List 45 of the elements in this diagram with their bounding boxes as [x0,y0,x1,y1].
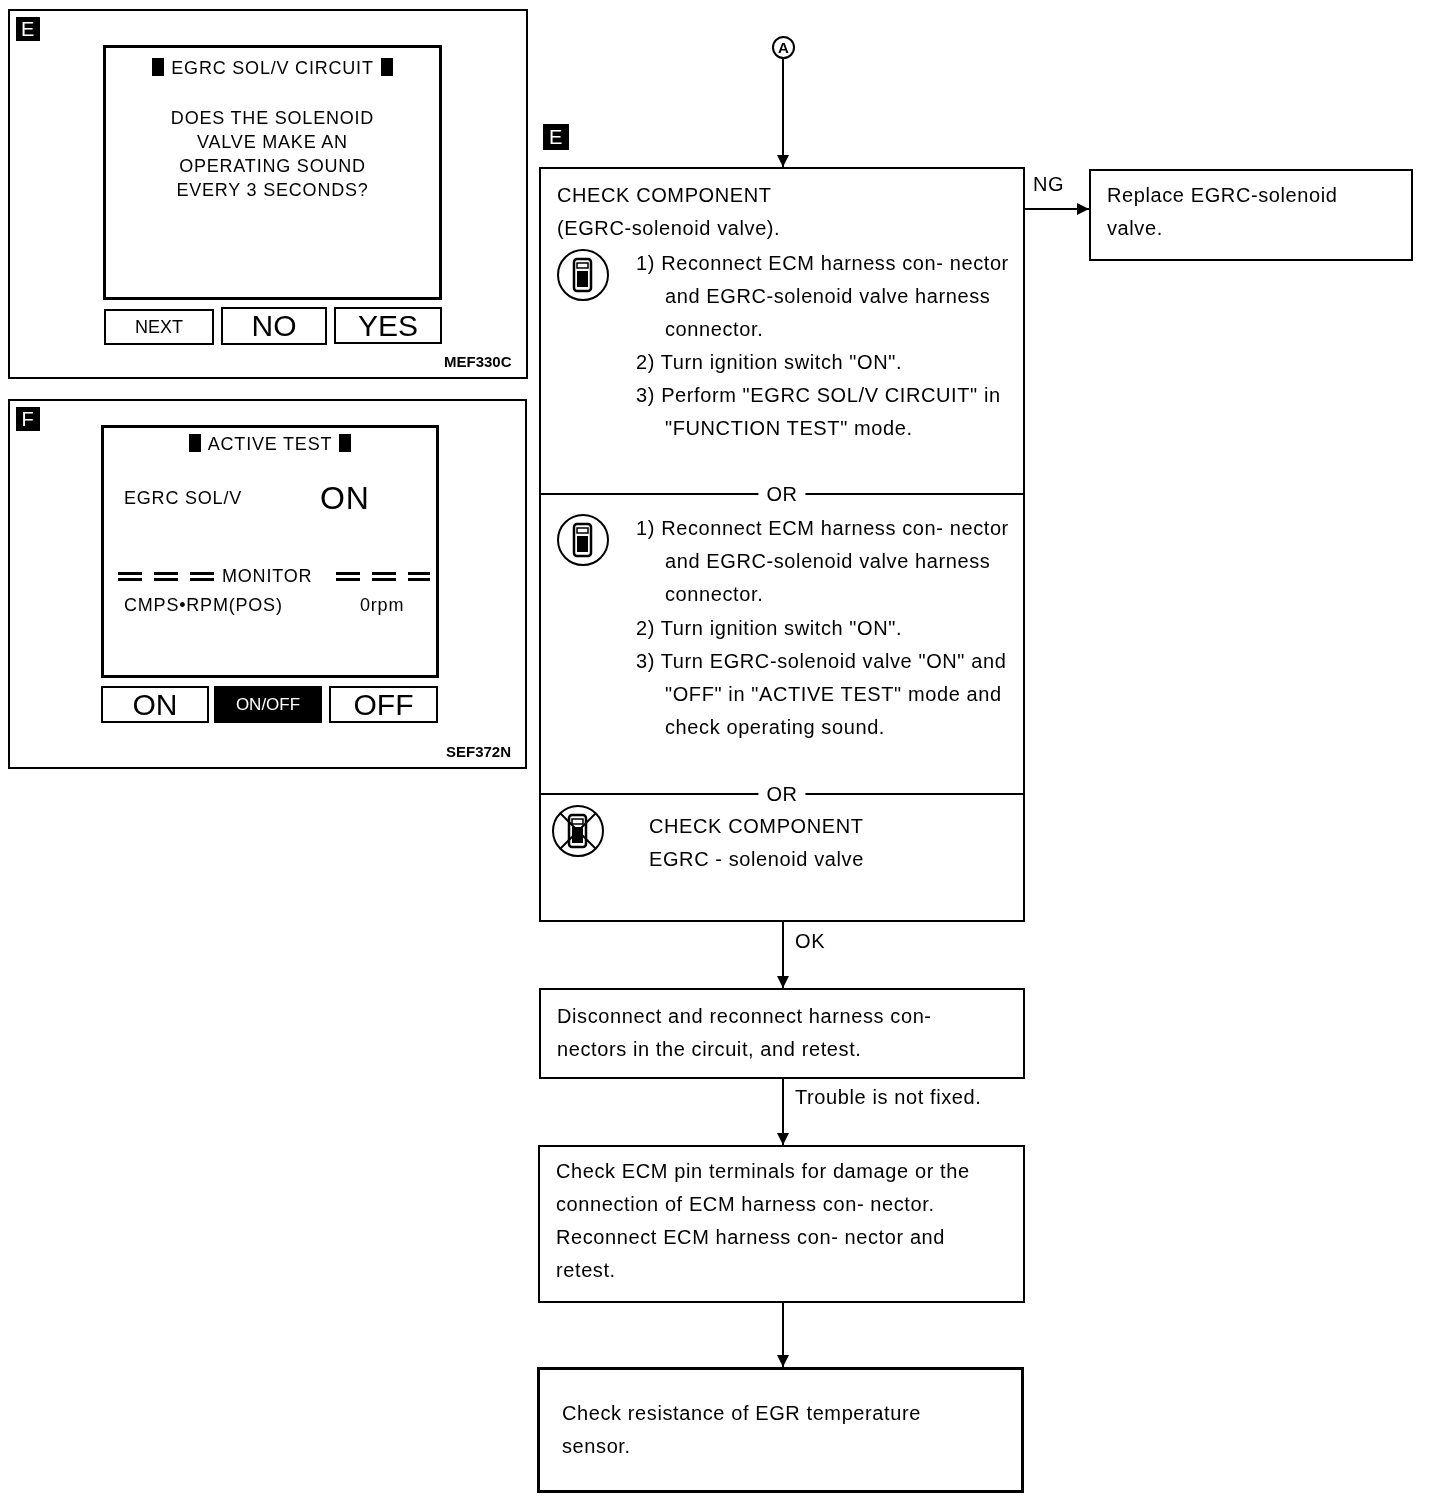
screen-item: EGRC SOL/V [124,487,243,510]
process-box [539,988,1025,1079]
arrow [777,921,789,989]
screen-button: ON [101,686,209,723]
arrow [777,1302,789,1368]
step-letter: E [543,124,569,150]
arrow [777,58,789,168]
step-heading: CHECK COMPONENT (EGRC-solenoid valve). [557,183,782,241]
step-text: 2) Turn ignition switch "ON". [636,616,904,641]
screen-button: NEXT [104,309,214,345]
process-box [1089,169,1413,261]
figure-panel [8,399,527,769]
step-text: Check resistance of EGR temperature sensor. [562,1401,922,1459]
step-text: 1) Reconnect ECM harness con- nector and EGRC-solenoid valve harness connector. [636,251,1010,342]
screen-button: NO [221,307,327,345]
tester-screen [103,45,442,300]
figure-code: SEF372N [446,743,512,761]
process-box [537,1367,1024,1493]
step-text: Replace EGRC-solenoid valve. [1107,183,1339,241]
screen-title: ACTIVE TEST [104,432,436,456]
figure-panel [8,9,528,379]
step-text: 2) Turn ignition switch "ON". [636,350,904,375]
arrow [1024,203,1090,215]
step-text: 3) Perform "EGRC SOL/V CIRCUIT" in "FUNCTION TEST" mode. [636,383,1002,441]
arrow [777,1078,789,1146]
screen-title: EGRC SOL/V CIRCUIT [106,56,439,80]
panel-letter: E [16,17,40,41]
connector-circle: A [772,36,795,59]
screen-item: CMPS•RPM(POS) [124,594,283,617]
process-box [538,1145,1025,1303]
step-text: Check ECM pin terminals for damage or the connection of ECM harness con- nector. Reconnect ECM harness con- nector and retest. [556,1159,971,1283]
screen-section-title: MONITOR [222,565,313,588]
step-text: 3) Turn EGRC-solenoid valve "ON" and "OFF" in "ACTIVE TEST" mode and check operating sound. [636,649,1008,740]
screen-button: YES [334,307,442,344]
figure-code: MEF330C [444,353,512,371]
screen-message: DOES THE SOLENOID VALVE MAKE AN OPERATING SOUND EVERY 3 SECONDS? [169,107,376,202]
screen-button: ON/OFF [214,686,322,723]
panel-letter: F [16,407,40,431]
screen-value: 0rpm [360,594,405,617]
tester-screen [101,425,439,678]
screen-button: OFF [329,686,438,723]
step-heading: CHECK COMPONENT EGRC - solenoid valve [649,814,865,872]
step-text: 1) Reconnect ECM harness con- nector and EGRC-solenoid valve harness connector. [636,516,1010,607]
screen-value: ON [320,479,370,518]
step-text: Disconnect and reconnect harness con- nectors in the circuit, and retest. [557,1004,933,1062]
